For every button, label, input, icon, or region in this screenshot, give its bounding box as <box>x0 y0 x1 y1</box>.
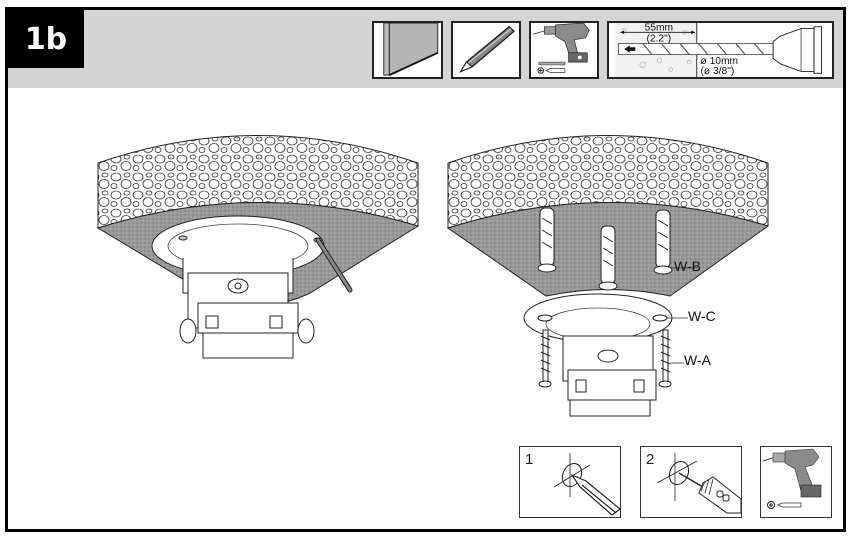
substep-1-number: 1 <box>525 451 534 468</box>
drill-depth-in: (2.2") <box>646 34 671 45</box>
ceiling-mount-fixing-illustration <box>438 118 778 418</box>
drill-icon <box>529 21 599 79</box>
substep-1-mark: 1 <box>519 446 621 518</box>
substep-2-drill: 2 <box>640 446 742 518</box>
callout-w-c: W-C <box>688 308 716 324</box>
step-badge: 1b <box>8 10 84 68</box>
drill-bit-depth-icon: 55mm (2.2") ø 10mm (ø 3/8") <box>607 21 834 79</box>
drill-screwdriver-icon <box>762 448 822 509</box>
drill-diameter-in: (ø 3/8") <box>700 66 734 77</box>
callout-w-b: W-B <box>674 258 701 274</box>
instruction-panel: 1b <box>5 7 846 532</box>
drill-hole-icon <box>656 453 742 514</box>
drill-depth-mm: 55mm <box>645 23 673 33</box>
pencil-icon <box>451 21 521 79</box>
wall-icon <box>372 21 443 79</box>
drill-diameter-mm: ø 10mm <box>700 56 738 67</box>
callout-w-a: W-A <box>684 352 711 368</box>
substep-3-tools <box>760 446 832 518</box>
substep-2-number: 2 <box>646 451 655 468</box>
ceiling-mount-marking-illustration <box>88 118 428 373</box>
pencil-mark-icon <box>553 453 621 516</box>
wall-anchors <box>537 207 673 291</box>
